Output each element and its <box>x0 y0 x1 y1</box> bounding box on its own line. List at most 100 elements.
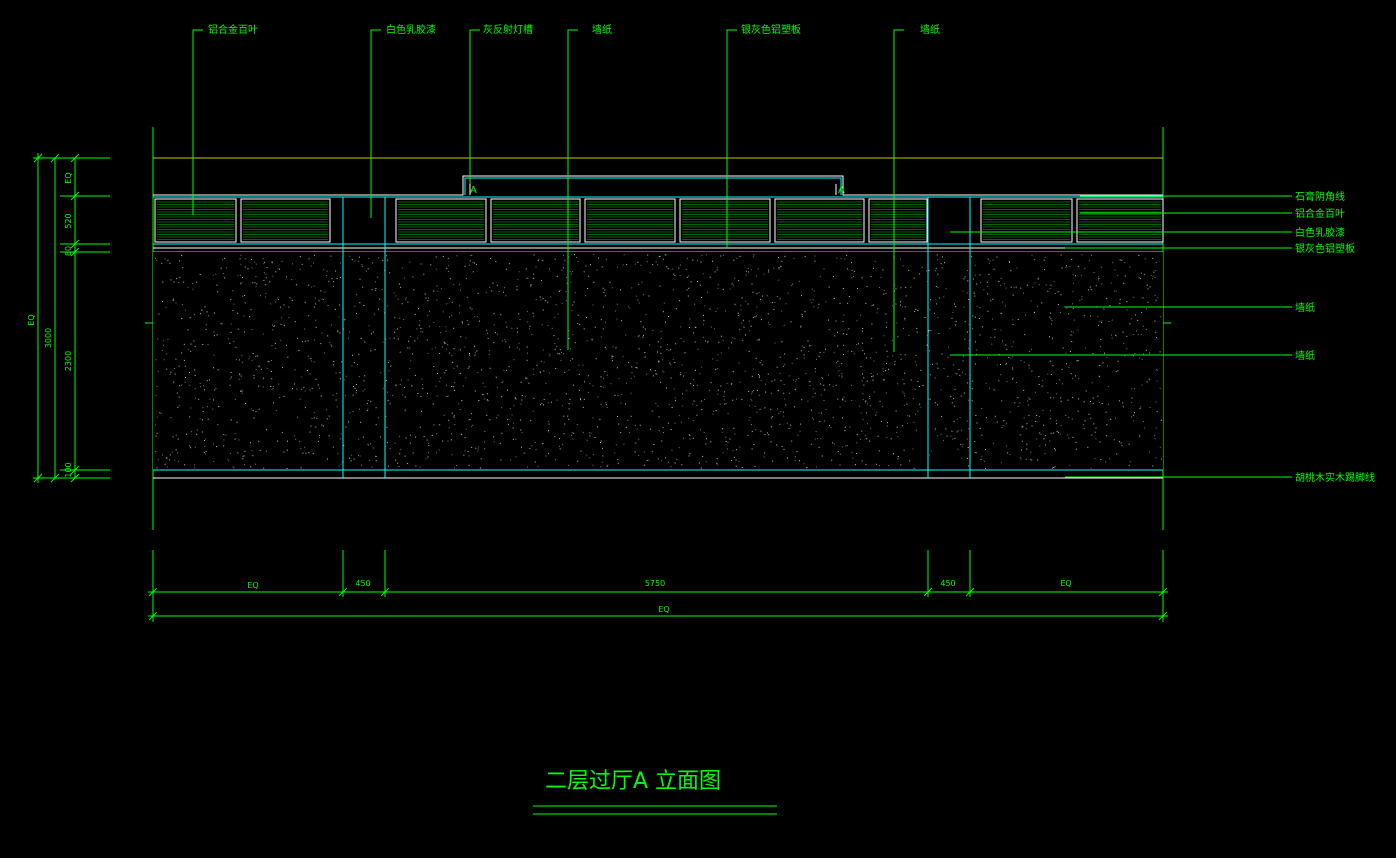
wallpaper-speck <box>1099 320 1101 322</box>
wallpaper-speck <box>427 392 429 394</box>
wallpaper-speck <box>663 371 665 373</box>
wallpaper-speck <box>444 343 446 345</box>
wallpaper-speck <box>760 380 762 382</box>
wallpaper-speck <box>230 323 232 325</box>
wallpaper-speck <box>1005 287 1007 289</box>
wallpaper-speck <box>1085 347 1087 349</box>
wallpaper-speck <box>882 371 884 372</box>
wallpaper-speck <box>883 335 885 337</box>
wallpaper-speck <box>1026 423 1028 425</box>
wallpaper-speck <box>190 447 191 449</box>
wallpaper-speck <box>249 316 251 318</box>
wallpaper-speck <box>756 275 758 277</box>
wallpaper-speck <box>506 326 508 328</box>
wallpaper-speck <box>484 448 486 450</box>
wallpaper-speck <box>1119 303 1121 305</box>
label-aluminum-panel-top: 银灰色铝塑板 <box>741 23 801 36</box>
wallpaper-speck <box>954 437 956 439</box>
wallpaper-speck <box>229 384 231 386</box>
wallpaper-speck <box>1071 341 1073 343</box>
wallpaper-speck <box>486 399 488 401</box>
wallpaper-speck <box>751 283 753 285</box>
wallpaper-speck <box>635 366 637 368</box>
wallpaper-speck <box>956 418 958 420</box>
wallpaper-speck <box>224 257 226 259</box>
wallpaper-speck <box>981 408 983 409</box>
wallpaper-speck <box>1111 319 1113 321</box>
wallpaper-speck <box>771 416 773 418</box>
wallpaper-speck <box>557 338 559 340</box>
wallpaper-speck <box>392 395 394 397</box>
wallpaper-speck <box>207 418 209 420</box>
wallpaper-speck <box>190 350 192 352</box>
wallpaper-speck <box>835 320 837 322</box>
wallpaper-speck <box>159 412 161 414</box>
wallpaper-speck <box>208 315 209 317</box>
wallpaper-speck <box>829 384 831 386</box>
wallpaper-speck <box>531 334 533 335</box>
wallpaper-speck <box>869 396 871 397</box>
wallpaper-speck <box>567 415 569 417</box>
label-white-latex-top: 白色乳胶漆 <box>386 23 436 36</box>
wallpaper-speck <box>1056 382 1057 384</box>
wallpaper-speck <box>732 284 734 286</box>
wallpaper-speck <box>675 343 677 345</box>
wallpaper-speck <box>368 257 370 259</box>
wallpaper-speck <box>446 395 448 397</box>
wallpaper-speck <box>901 425 903 427</box>
wallpaper-speck <box>335 399 337 401</box>
wallpaper-speck <box>375 455 376 457</box>
wallpaper-speck <box>414 375 416 376</box>
wallpaper-speck <box>394 442 396 444</box>
wallpaper-speck <box>278 383 280 385</box>
wallpaper-speck <box>976 349 978 351</box>
wallpaper-speck <box>1050 318 1052 320</box>
wallpaper-speck <box>1077 410 1079 412</box>
wallpaper-speck <box>404 396 406 398</box>
wallpaper-speck <box>478 400 480 401</box>
wallpaper-speck <box>245 403 247 404</box>
wallpaper-speck <box>1107 385 1109 387</box>
wallpaper-speck <box>202 407 204 409</box>
wallpaper-speck <box>795 451 797 453</box>
wallpaper-speck <box>338 316 340 318</box>
wallpaper-speck <box>463 454 465 456</box>
wallpaper-speck <box>809 345 811 347</box>
wallpaper-speck <box>1072 274 1074 276</box>
wallpaper-speck <box>755 315 757 317</box>
wallpaper-speck <box>271 378 273 380</box>
label-louver-top: 铝合金百叶 <box>208 23 258 36</box>
wallpaper-speck <box>937 367 939 369</box>
wallpaper-speck <box>964 321 966 323</box>
wallpaper-speck <box>1105 411 1107 413</box>
wallpaper-speck <box>320 395 322 397</box>
wallpaper-speck <box>1129 266 1131 268</box>
wallpaper-speck <box>1000 284 1002 286</box>
wallpaper-speck <box>743 326 745 328</box>
wallpaper-speck <box>1068 367 1070 369</box>
wallpaper-speck <box>519 419 521 421</box>
wallpaper-speck <box>175 302 177 304</box>
wallpaper-speck <box>582 432 584 434</box>
wallpaper-speck <box>298 350 300 351</box>
wallpaper-speck <box>521 395 523 396</box>
wallpaper-speck <box>464 265 466 267</box>
wallpaper-speck <box>935 427 936 429</box>
wallpaper-speck <box>784 398 786 400</box>
wallpaper-speck <box>486 414 488 416</box>
wallpaper-speck <box>834 335 836 337</box>
wallpaper-speck <box>661 460 662 462</box>
wallpaper-speck <box>945 428 947 430</box>
wallpaper-speck <box>1066 363 1067 365</box>
wallpaper-speck <box>327 458 328 460</box>
wallpaper-speck <box>944 262 945 264</box>
wallpaper-speck <box>592 464 594 466</box>
wallpaper-speck <box>741 297 743 299</box>
wallpaper-speck <box>794 456 796 458</box>
wallpaper-speck <box>1070 373 1072 375</box>
wallpaper-speck <box>945 288 947 290</box>
wallpaper-speck <box>187 329 189 331</box>
wallpaper-speck <box>591 338 593 340</box>
wallpaper-speck <box>689 327 690 328</box>
wallpaper-speck <box>905 287 907 289</box>
